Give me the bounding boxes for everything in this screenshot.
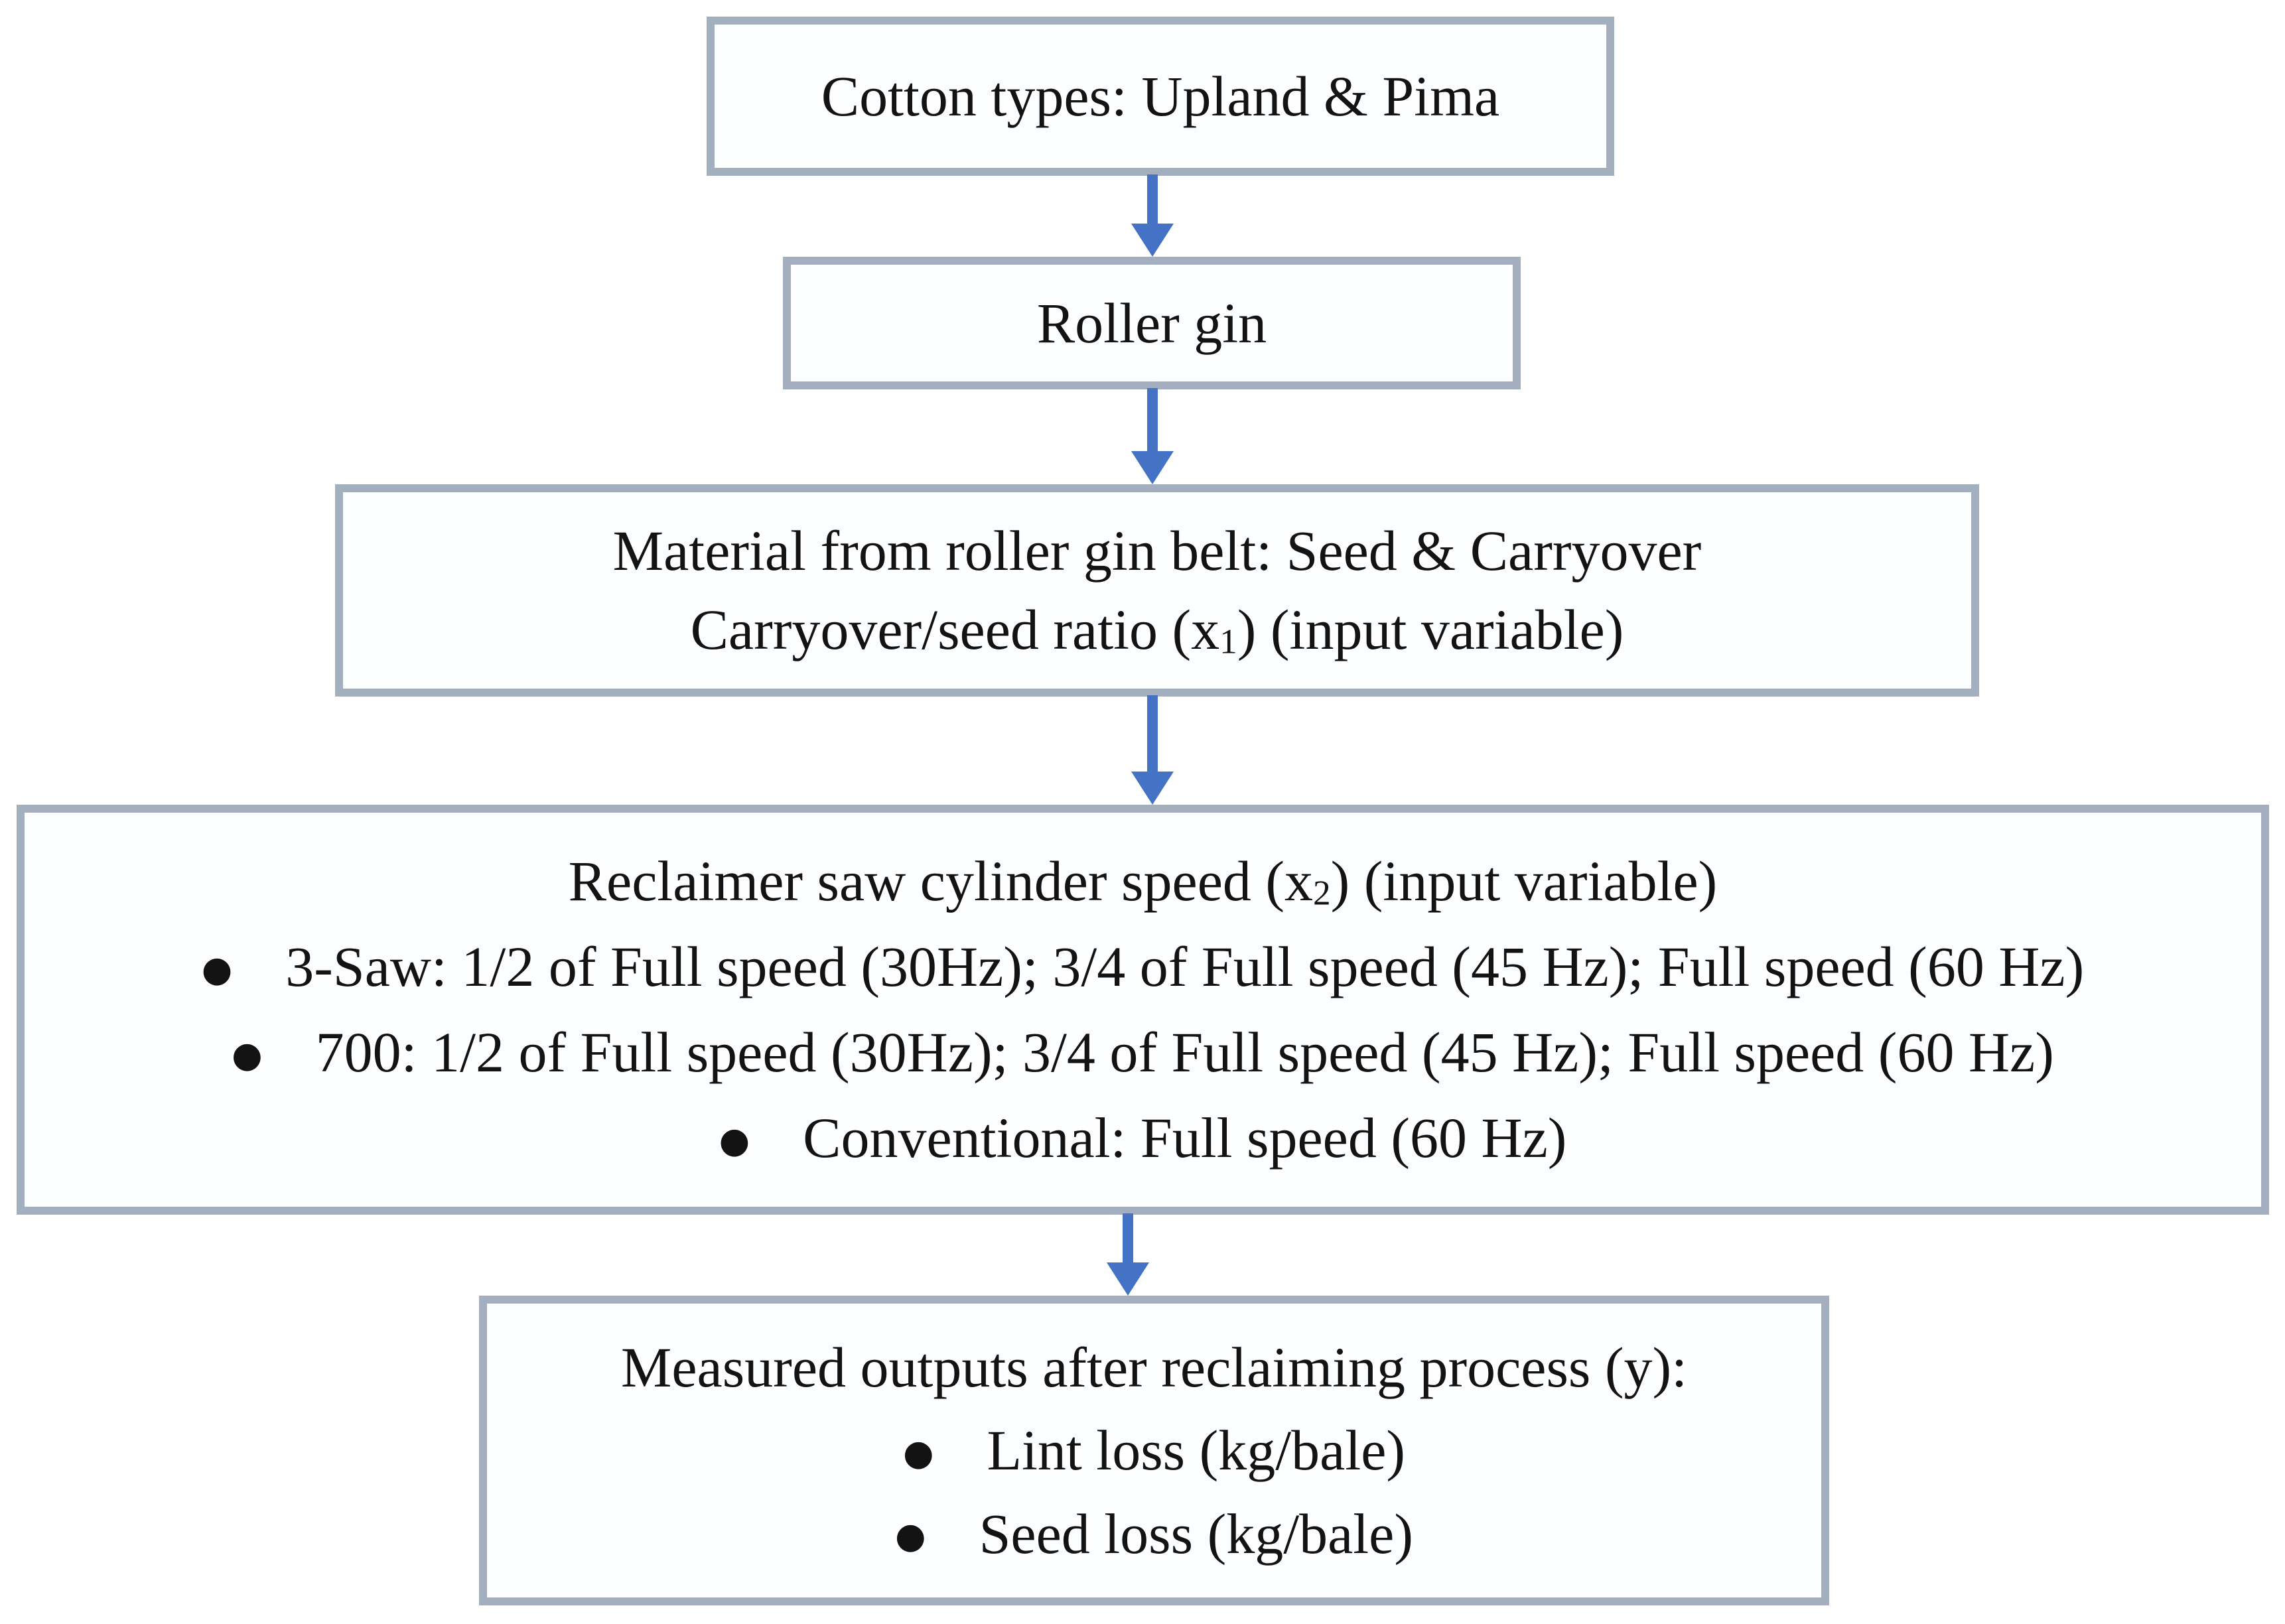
list-item: ● 700: 1/2 of Full speed (30Hz); 3/4 of … xyxy=(232,1020,2054,1085)
list-item: ● Lint loss (kg/bale) xyxy=(903,1418,1405,1483)
bullet-conventional-label: Conventional: Full speed (60 Hz) xyxy=(803,1105,1567,1170)
x2-subscript: 2 xyxy=(1313,872,1331,913)
carryover-ratio-line: Carryover/seed ratio (x1) (input variabl… xyxy=(691,597,1624,663)
arrow-shaft xyxy=(1147,388,1158,451)
down-arrow-icon xyxy=(1131,695,1174,805)
bullet-dot-icon: ● xyxy=(895,1515,926,1557)
flow-box-material-from-belt: Material from roller gin belt: Seed & Ca… xyxy=(335,484,1979,697)
arrow-head xyxy=(1131,772,1174,805)
carryover-ratio-pre: Carryover/seed ratio (x xyxy=(690,598,1220,662)
arrow-head xyxy=(1131,224,1174,257)
bullet-seed-loss-label: Seed loss (kg/bale) xyxy=(979,1501,1413,1566)
roller-gin-label: Roller gin xyxy=(1036,291,1267,355)
measured-outputs-heading: Measured outputs after reclaiming proces… xyxy=(620,1335,1688,1399)
cotton-types-label: Cotton types: Upland & Pima xyxy=(821,64,1500,128)
list-item: ● Conventional: Full speed (60 Hz) xyxy=(719,1105,1567,1171)
bullet-3saw-label: 3-Saw: 1/2 of Full speed (30Hz); 3/4 of … xyxy=(285,935,2085,999)
bullet-dot-icon: ● xyxy=(201,948,233,990)
bullet-dot-icon: ● xyxy=(719,1119,750,1161)
flow-box-cotton-types: Cotton types: Upland & Pima xyxy=(707,17,1614,176)
arrow-shaft xyxy=(1147,174,1158,224)
arrow-shaft xyxy=(1123,1213,1133,1262)
arrow-head xyxy=(1131,451,1174,484)
reclaimer-speed-heading: Reclaimer saw cylinder speed (x2) (input… xyxy=(569,848,1718,914)
flow-box-reclaimer-speed: Reclaimer saw cylinder speed (x2) (input… xyxy=(17,805,2269,1215)
list-item: ● 3-Saw: 1/2 of Full speed (30Hz); 3/4 o… xyxy=(202,934,2084,1000)
reclaimer-heading-post: ) (input variable) xyxy=(1330,849,1718,914)
arrow-head xyxy=(1107,1262,1149,1296)
flow-box-roller-gin: Roller gin xyxy=(783,257,1521,389)
down-arrow-icon xyxy=(1131,174,1174,257)
x1-subscript: 1 xyxy=(1219,621,1237,661)
flow-box-measured-outputs: Measured outputs after reclaiming proces… xyxy=(479,1296,1829,1605)
bullet-700-label: 700: 1/2 of Full speed (30Hz); 3/4 of Fu… xyxy=(315,1020,2054,1085)
reclaimer-heading-pre: Reclaimer saw cylinder speed (x xyxy=(568,849,1313,914)
list-item: ● Seed loss (kg/bale) xyxy=(895,1501,1413,1567)
carryover-ratio-post: ) (input variable) xyxy=(1237,598,1624,662)
down-arrow-icon xyxy=(1131,388,1174,484)
bullet-dot-icon: ● xyxy=(902,1432,934,1473)
bullet-dot-icon: ● xyxy=(232,1034,263,1075)
bullet-lint-loss-label: Lint loss (kg/bale) xyxy=(987,1418,1406,1483)
down-arrow-icon xyxy=(1107,1213,1149,1296)
arrow-shaft xyxy=(1147,695,1158,772)
material-line: Material from roller gin belt: Seed & Ca… xyxy=(612,518,1702,582)
